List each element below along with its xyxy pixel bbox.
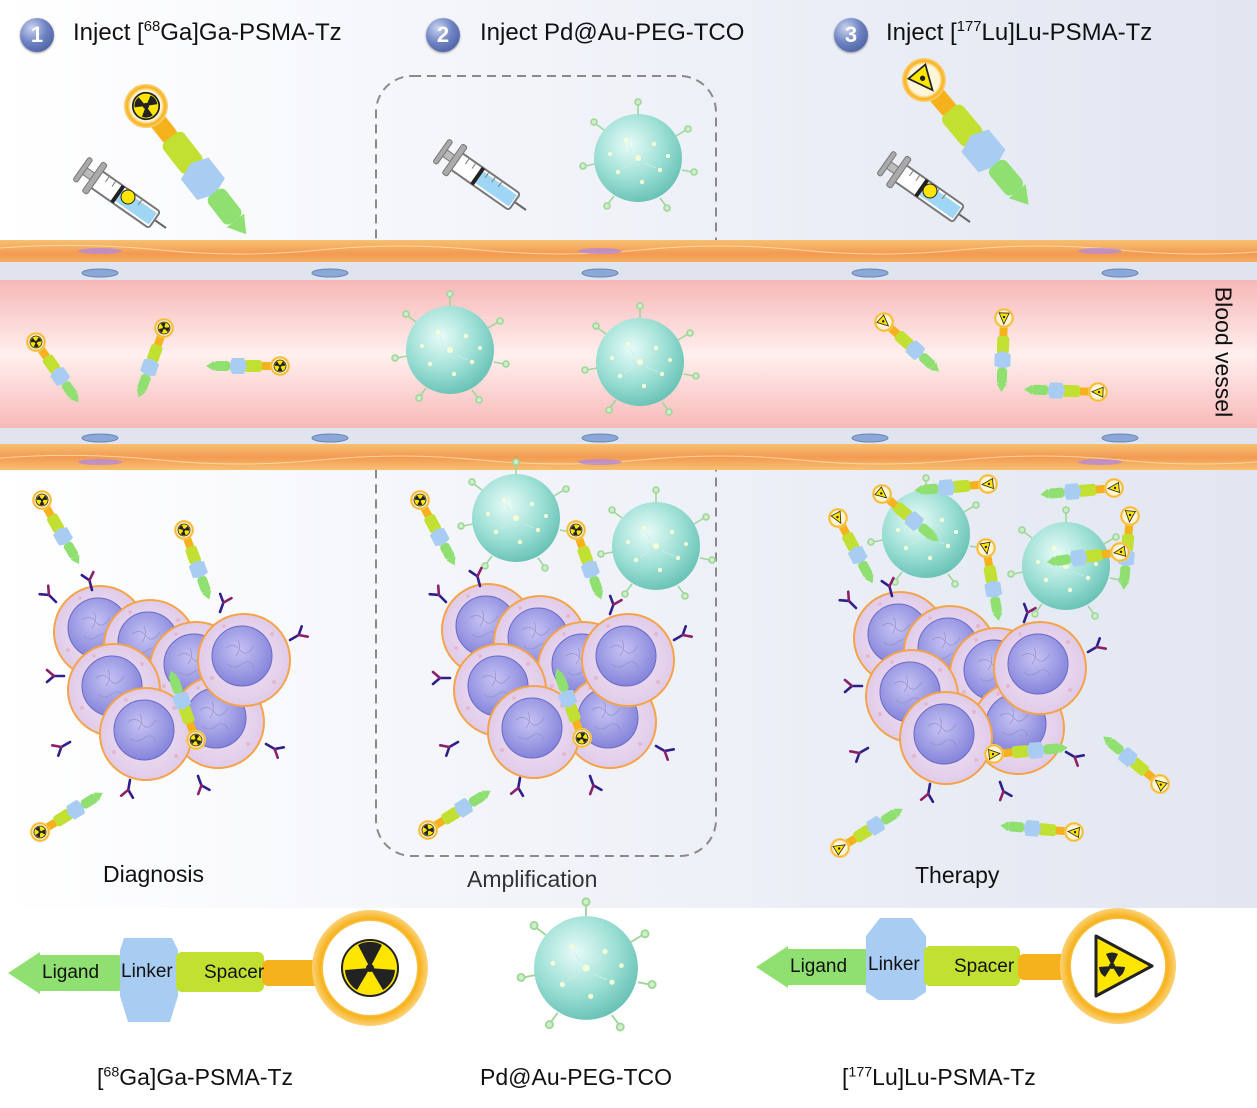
- legend-ga-ligand-label: Ligand: [42, 962, 100, 983]
- legend-lu-spacer-label: Spacer: [954, 956, 1015, 977]
- legend-lu-linker-label: Linker: [868, 954, 920, 975]
- step-3-label: Inject [177Lu]Lu-PSMA-Tz: [886, 19, 1153, 46]
- blood-vessel-label: Blood vessel: [1210, 286, 1237, 418]
- caption-therapy: Therapy: [915, 862, 1000, 888]
- step-1-label: Inject [68Ga]Ga-PSMA-Tz: [73, 19, 342, 46]
- legend-lu-probe: [756, 908, 1176, 1024]
- step-1-badge: 1: [20, 18, 54, 52]
- legend-lu-ligand-label: Ligand: [790, 956, 848, 977]
- step-3-badge: 3: [834, 18, 868, 52]
- legend-ga-linker-label: Linker: [121, 961, 173, 982]
- legend-ga-spacer-label: Spacer: [204, 962, 265, 983]
- radiation-icon: [1094, 934, 1154, 998]
- legend-ga-probe: [8, 910, 428, 1026]
- legend-caption-lu: [177Lu]Lu-PSMA-Tz: [842, 1064, 1036, 1090]
- legend-caption-nanoparticle: Pd@Au-PEG-TCO: [480, 1064, 673, 1090]
- radiation-icon: [341, 939, 399, 997]
- legend-nanoparticle: [516, 897, 657, 1032]
- radiation-icon: [120, 183, 938, 205]
- step-2-badge: 2: [426, 18, 460, 52]
- caption-diagnosis: Diagnosis: [103, 861, 204, 887]
- step-2-label: Inject Pd@Au-PEG-TCO: [480, 19, 745, 46]
- caption-amplification: Amplification: [467, 866, 598, 892]
- legend-caption-ga: [68Ga]Ga-PSMA-Tz: [97, 1064, 294, 1090]
